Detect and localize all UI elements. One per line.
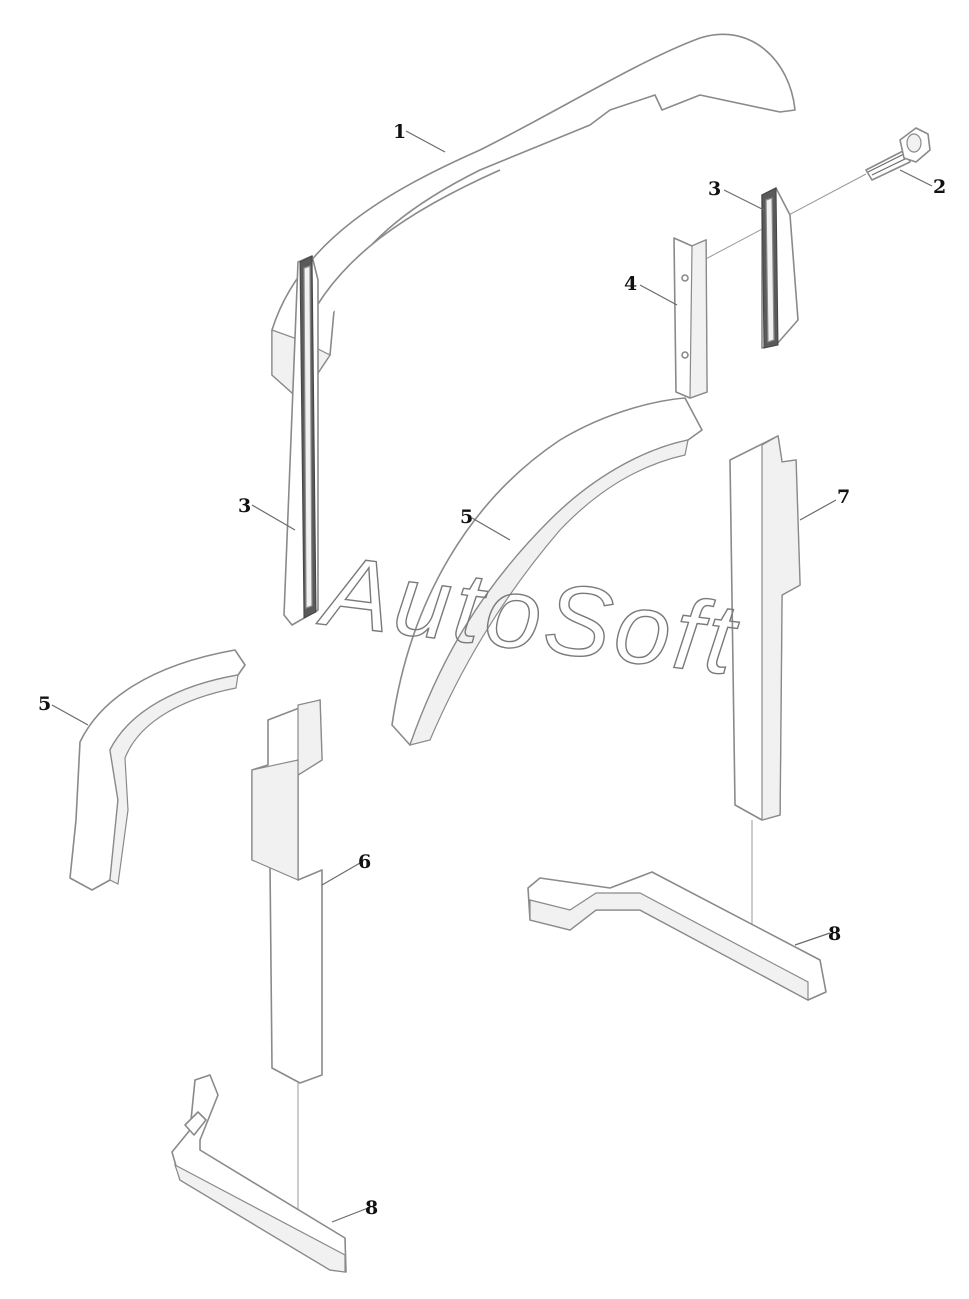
leader-6 xyxy=(321,862,361,886)
part-2-bolt xyxy=(865,127,931,181)
leader-1 xyxy=(405,130,446,153)
leader-2 xyxy=(899,169,933,187)
leader-5a xyxy=(471,517,511,541)
leader-4 xyxy=(639,284,678,306)
leader-3b xyxy=(251,504,296,531)
part-6-left-panel xyxy=(251,699,323,1084)
callout-1: 1 xyxy=(393,121,406,143)
callout-6: 6 xyxy=(358,851,371,873)
callout-7: 7 xyxy=(837,486,850,508)
callout-5-center: 5 xyxy=(460,506,473,528)
leader-8b xyxy=(331,1207,369,1223)
callout-4: 4 xyxy=(624,273,637,295)
part-3-seal-strip-lower xyxy=(283,255,319,626)
part-5-curved-trim-center xyxy=(391,397,703,746)
part-1-upper-crossbar xyxy=(271,33,796,401)
leader-3a xyxy=(723,189,765,211)
callout-2: 2 xyxy=(933,176,946,198)
leader-lines xyxy=(51,130,933,1223)
callout-3-upper: 3 xyxy=(708,178,721,200)
part-3-seal-strip-upper xyxy=(761,187,799,349)
leader-8a xyxy=(794,932,831,946)
callout-8-lower: 8 xyxy=(365,1197,378,1219)
leader-7 xyxy=(799,499,837,521)
part-5-curved-trim-left xyxy=(69,649,246,891)
callout-5-left: 5 xyxy=(38,693,51,715)
part-7-right-panel xyxy=(729,435,801,821)
watermark-text: AutoSoft xyxy=(313,534,744,696)
leader-5b xyxy=(51,704,89,726)
part-4-bracket xyxy=(673,237,708,399)
part-8-lower-channel-left xyxy=(171,1074,347,1273)
callout-3-lower: 3 xyxy=(238,495,251,517)
part-8-lower-channel-right xyxy=(527,871,827,1002)
callout-8-right: 8 xyxy=(828,923,841,945)
callout-labels: 1 2 3 3 4 5 5 6 7 8 8 xyxy=(38,121,946,1219)
